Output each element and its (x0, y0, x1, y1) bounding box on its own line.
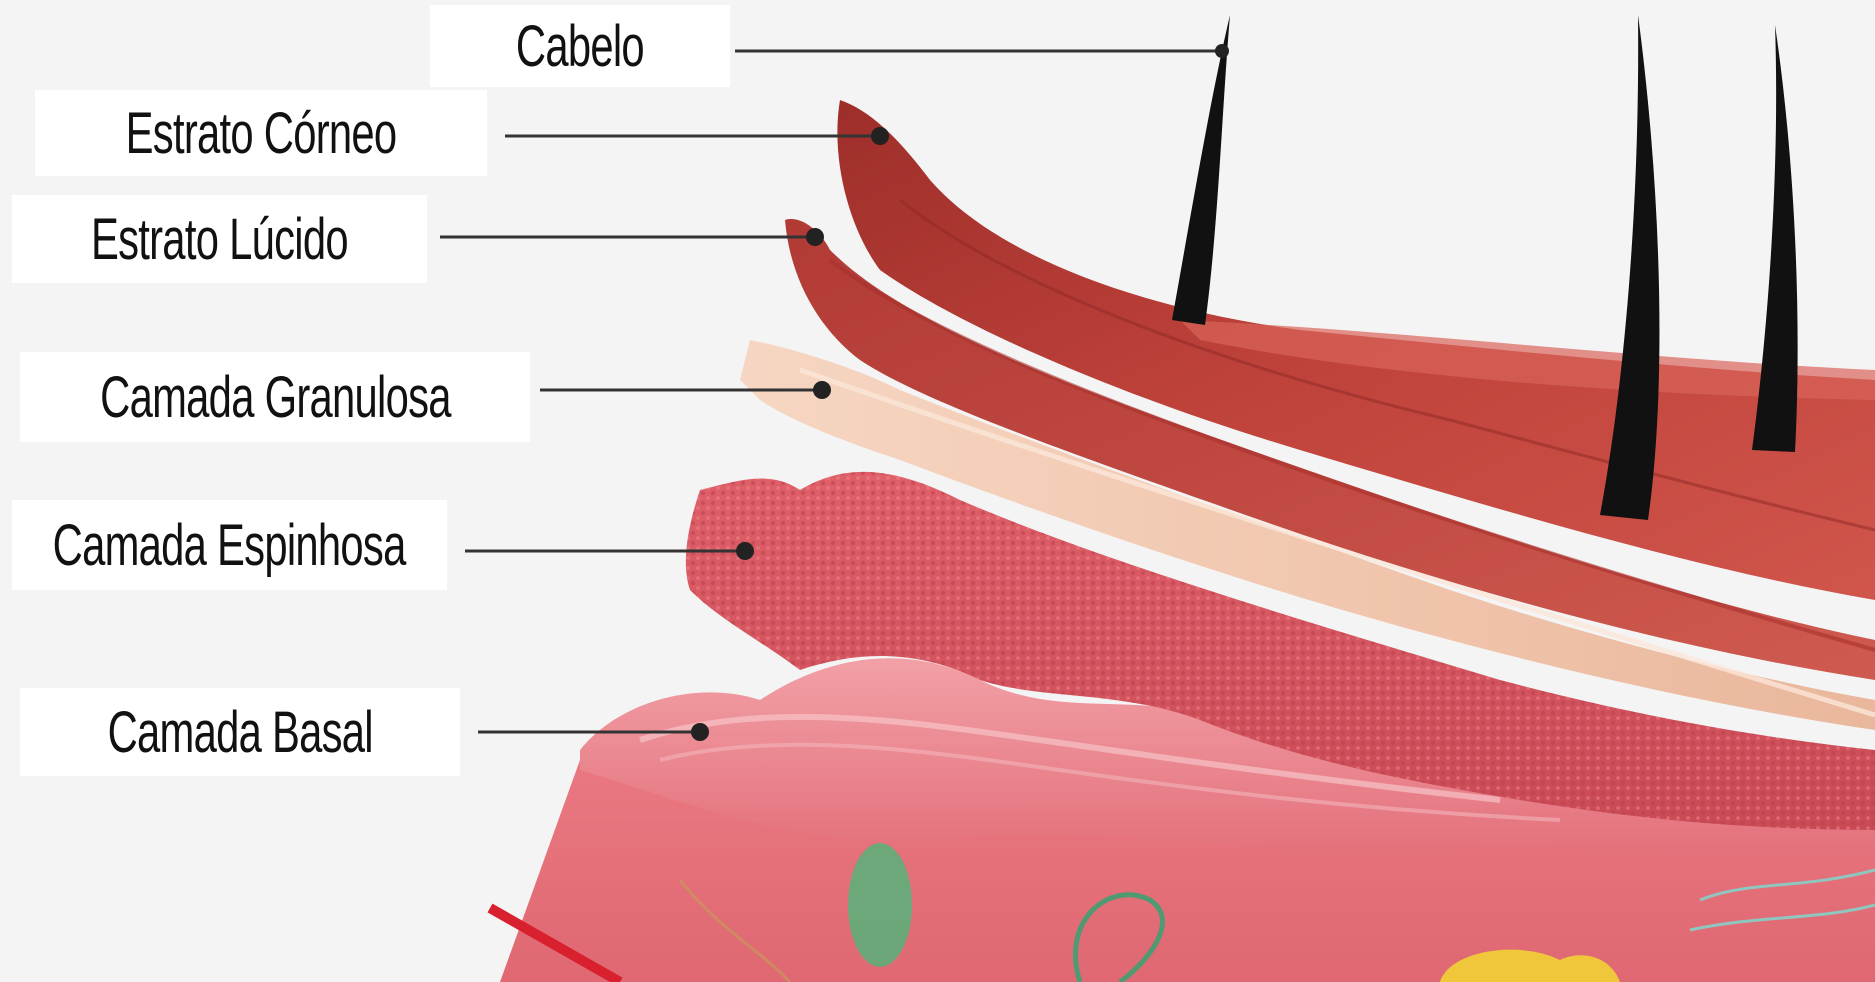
label-camada-granulosa: Camada Granulosa (100, 364, 451, 431)
label-camada-espinhosa-box: Camada Espinhosa (12, 500, 447, 590)
dot-camada-espinhosa (736, 542, 754, 560)
label-camada-basal-box: Camada Basal (20, 688, 460, 776)
label-estrato-corneo: Estrato Córneo (126, 100, 397, 167)
gland-structure (848, 843, 912, 967)
label-cabelo: Cabelo (516, 13, 644, 80)
label-estrato-lucido: Estrato Lúcido (91, 206, 348, 273)
dot-cabelo (1215, 44, 1229, 58)
dot-estrato-corneo (871, 127, 889, 145)
label-camada-basal: Camada Basal (107, 699, 372, 766)
label-estrato-lucido-box: Estrato Lúcido (12, 195, 427, 283)
dot-camada-basal (691, 723, 709, 741)
label-estrato-corneo-box: Estrato Córneo (35, 90, 487, 176)
dot-camada-granulosa (813, 381, 831, 399)
hair-1 (1172, 15, 1230, 325)
dot-estrato-lucido (806, 228, 824, 246)
label-camada-espinhosa: Camada Espinhosa (53, 512, 406, 579)
label-camada-granulosa-box: Camada Granulosa (20, 352, 530, 442)
label-cabelo-box: Cabelo (430, 5, 730, 87)
